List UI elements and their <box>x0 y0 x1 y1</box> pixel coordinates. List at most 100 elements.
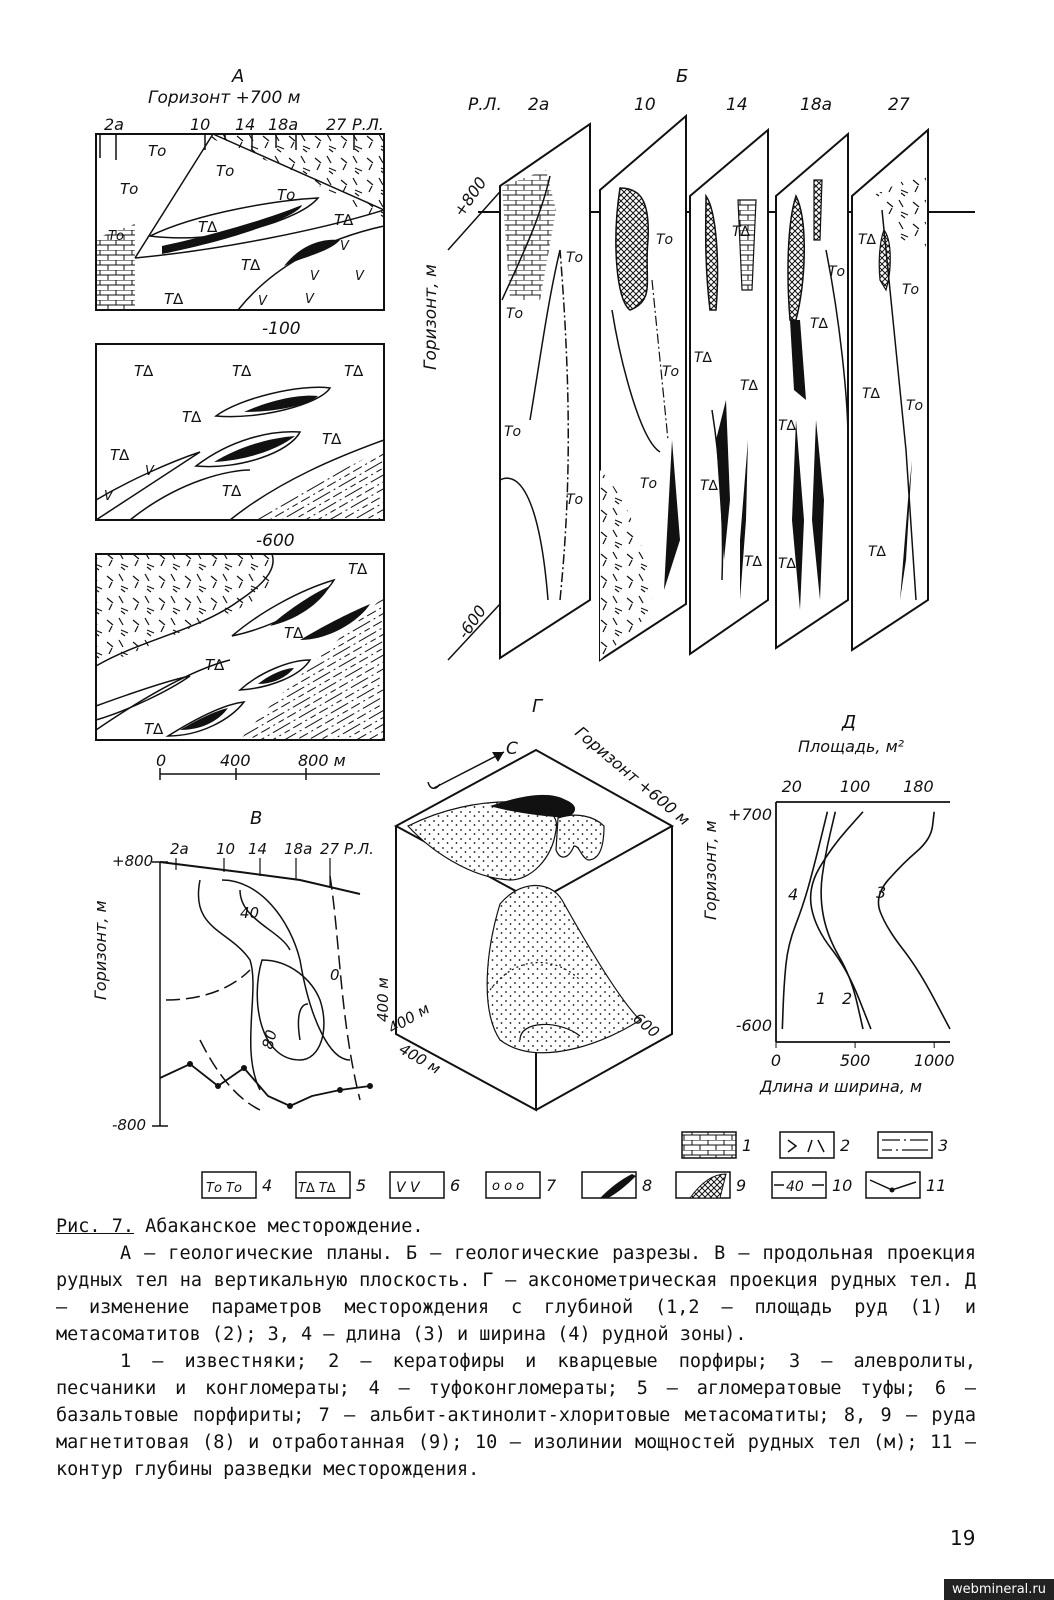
profile-label: 10 <box>216 840 235 858</box>
y-tick-label: +700 <box>728 805 772 824</box>
rock-label-to: То <box>640 476 657 492</box>
series-line-3 <box>877 811 951 1030</box>
panel-g-axonometric: Г С Горизонт +600 м 400 м 400 м 400 м 60… <box>374 696 694 1112</box>
profile-label: 14 <box>726 95 748 115</box>
legend-item-4: То То 4 <box>201 1171 272 1199</box>
profile-label: 10 <box>634 95 656 115</box>
profile-label: 2а <box>104 115 124 134</box>
sublevel-label: -100 <box>262 319 301 339</box>
scale-bar: 0 400 800 м <box>156 751 380 780</box>
rock-label-to: То <box>504 424 521 440</box>
rock-label-to: То <box>216 162 234 180</box>
section-27: Т∆ То Т∆ То Т∆ <box>851 127 929 652</box>
elevation-label: +800 <box>112 852 153 870</box>
rock-label-to: То <box>566 492 583 508</box>
rock-label-ta: Т∆ <box>222 482 242 500</box>
panel-a-profile-labels: 2а 10 14 18а 27 Р.Л. <box>104 115 384 134</box>
rock-label-ta: Т∆ <box>778 418 797 434</box>
curve-label-3: 3 <box>876 883 886 902</box>
legend-item-5: Т∆ Т∆ 5 <box>295 1171 366 1199</box>
section-rl-2a: То То То То <box>499 122 591 660</box>
plan-map-700: То То То То Т∆ Т∆ Т∆ Т∆ То V V V V V <box>95 133 385 311</box>
rock-label-to: То <box>277 186 295 204</box>
x2-tick-label: 20 <box>782 777 802 796</box>
profile-label: 18а <box>268 115 298 134</box>
rock-label-v: V <box>355 269 365 284</box>
figure-caption: Рис. 7. Абаканское месторождение. А – ге… <box>56 1213 976 1483</box>
section-10: То То То <box>599 113 687 662</box>
scale-tick: 800 м <box>298 751 346 770</box>
rock-label-ta: Т∆ <box>740 378 759 394</box>
panel-a: А Горизонт +700 м 2а 10 14 18а 27 Р.Л. Т… <box>95 66 385 780</box>
elevation-label: -800 <box>112 1116 146 1134</box>
legend-num: 5 <box>356 1176 366 1195</box>
legend-num: 3 <box>938 1136 948 1155</box>
dimension-label: 400 м <box>385 1000 433 1038</box>
rock-label-ta: Т∆ <box>778 556 797 572</box>
legend-num: 6 <box>450 1176 460 1195</box>
scale-tick: 0 <box>156 751 166 770</box>
section-14: Т∆ Т∆ Т∆ Т∆ Т∆ <box>689 127 769 656</box>
legend-symbol: V V <box>396 1180 421 1196</box>
rock-label-v: V <box>340 239 350 254</box>
caption-title: Абаканское месторождение. <box>133 1216 424 1237</box>
y-tick-label: -600 <box>736 1016 772 1035</box>
legend-item-3: 3 <box>877 1131 948 1159</box>
curve-label-2: 2 <box>842 989 852 1008</box>
legend-item-7: o o o 7 <box>485 1171 557 1199</box>
rock-label-ta: Т∆ <box>732 224 751 240</box>
legend-num: 11 <box>926 1176 946 1195</box>
dimension-label: 400 м <box>374 977 392 1022</box>
x2-tick-label: 100 <box>840 777 871 796</box>
x2-tick-label: 180 <box>903 777 934 796</box>
rock-label-ta: Т∆ <box>810 316 829 332</box>
panel-v-projection: В 2а 10 14 18а 27 Р.Л. Горизонт, м +800 … <box>91 808 374 1134</box>
rock-label-to: То <box>148 142 166 160</box>
curve-label-4: 4 <box>788 885 798 904</box>
figure-7: А Горизонт +700 м 2а 10 14 18а 27 Р.Л. Т… <box>91 66 975 1199</box>
legend-num: 4 <box>262 1176 272 1195</box>
x-tick-label: 0 <box>771 1051 781 1070</box>
rock-label-ta: Т∆ <box>858 232 877 248</box>
x-tick-label: 1000 <box>914 1051 955 1070</box>
series-line-1 <box>781 811 829 1030</box>
rock-label-v: V <box>310 269 320 284</box>
rock-label-ta: Т∆ <box>134 362 154 380</box>
rock-label-to: То <box>108 229 124 244</box>
watermark: webmineral.ru <box>943 1579 1054 1600</box>
elevation-label: -600 <box>454 602 490 643</box>
legend-item-2: 2 <box>779 1131 850 1159</box>
rock-label-to: То <box>506 306 523 322</box>
profile-label: 18а <box>284 840 312 858</box>
rock-label-to: То <box>906 398 923 414</box>
legend-num: 8 <box>642 1176 652 1195</box>
caption-paragraph-2: 1 – известняки; 2 – кератофиры и кварцев… <box>56 1351 976 1480</box>
rock-label-ta: Т∆ <box>198 218 218 236</box>
legend-num: 2 <box>840 1136 850 1155</box>
rock-label-ta: Т∆ <box>164 290 184 308</box>
profile-label: Р.Л. <box>344 840 374 858</box>
legend-symbol: 40 <box>786 1179 804 1195</box>
legend-num: 9 <box>736 1176 746 1195</box>
profile-label: 2а <box>170 840 189 858</box>
rock-label-ta: Т∆ <box>862 386 881 402</box>
rock-label-ta: Т∆ <box>322 430 342 448</box>
sublevel-label: -600 <box>256 531 295 551</box>
rock-label-to: То <box>662 364 679 380</box>
legend-item-10: 40 10 <box>771 1171 852 1199</box>
panel-b-axis-label: Горизонт, м <box>421 264 441 370</box>
panel-g-label: Г <box>532 696 544 717</box>
panel-v-label: В <box>250 808 262 829</box>
profile-label: 27 <box>320 840 340 858</box>
profile-label: 14 <box>235 115 255 134</box>
rock-label-to: То <box>656 232 673 248</box>
legend-item-11: 11 <box>865 1171 946 1199</box>
profile-label: 14 <box>248 840 267 858</box>
top-axis-label: Площадь, м² <box>798 737 905 756</box>
section-18a: То Т∆ Т∆ Т∆ <box>775 131 849 650</box>
dimension-label: 400 м <box>396 1040 444 1078</box>
legend-num: 1 <box>742 1136 752 1155</box>
rock-label-ta: Т∆ <box>334 211 354 229</box>
legend-symbol: То То <box>206 1181 242 1196</box>
